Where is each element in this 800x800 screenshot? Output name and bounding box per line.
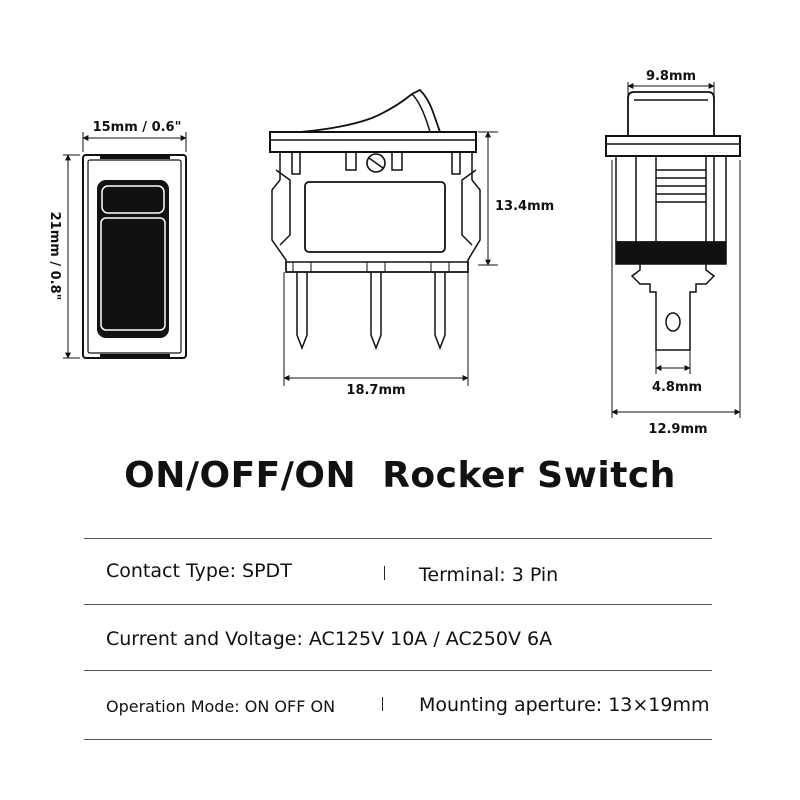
spec-operation-mode: Operation Mode: ON OFF ON (106, 697, 336, 716)
spec-current-voltage: Current and Voltage: AC125V 10A / AC250V… (106, 628, 553, 650)
side-width-label: 18.7mm (346, 383, 405, 398)
front-view: 15mm / 0.6" 21mm / 0.8" (47, 120, 187, 359)
divider (84, 604, 712, 605)
rocker-switch-diagram: 15mm / 0.6" 21mm / 0.8" (47, 69, 741, 437)
divider (84, 670, 712, 671)
end-dimensions: 9.8mm 4.8mm 12.9mm (611, 69, 741, 437)
front-width-label: 15mm / 0.6" (93, 120, 182, 135)
spec-terminal: Terminal: 3 Pin (419, 564, 559, 586)
side-dimensions: 13.4mm 18.7mm (283, 131, 554, 398)
spec-contact-type: Contact Type: SPDT (106, 560, 292, 582)
end-top-label: 9.8mm (646, 69, 696, 84)
spec-mounting-aperture: Mounting aperture: 13×19mm (419, 694, 710, 716)
front-height-label: 21mm / 0.8" (47, 212, 62, 301)
spec-separator (382, 697, 383, 711)
side-height-label: 13.4mm (495, 199, 554, 214)
divider (84, 538, 712, 539)
side-view (269, 88, 481, 351)
end-view (605, 91, 741, 351)
end-width-label: 12.9mm (648, 422, 707, 437)
divider (84, 739, 712, 740)
end-terminal-label: 4.8mm (652, 380, 702, 395)
page-title: ON/OFF/ON Rocker Switch (124, 455, 676, 496)
spec-separator (384, 566, 385, 580)
